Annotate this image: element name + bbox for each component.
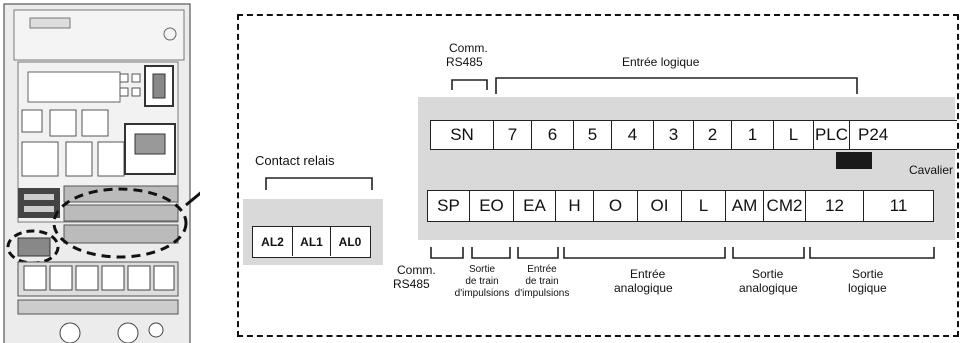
bottom-terminal-row	[427, 190, 934, 222]
jumper-bar	[836, 152, 872, 169]
entree-train-label-2: de train	[525, 276, 559, 287]
sortie-train-label-1: Sortie	[468, 264, 496, 275]
relay-terminal: AL0	[338, 234, 362, 249]
top-terminal: P24	[858, 125, 889, 144]
sortie-logique-label-2: logique	[848, 281, 887, 295]
entree-train-label-1: Entrée	[527, 264, 557, 275]
top-terminal: 4	[612, 120, 654, 150]
bottom-terminal: O	[594, 190, 638, 222]
bottom-terminal: CM2	[764, 190, 806, 222]
bottom-terminal: EO	[470, 190, 514, 222]
entree-analogique-label-2: analogique	[614, 281, 673, 295]
bottom-terminal: L	[682, 190, 726, 222]
comm-rs485-bottom-label-2: RS485	[393, 277, 430, 291]
sortie-logique-label-1: Sortie	[852, 267, 884, 281]
top-terminal: 2	[694, 120, 732, 150]
sortie-train-label-3: d'impulsions	[454, 288, 510, 299]
inverter-device-illustration	[0, 0, 200, 343]
bottom-terminal: H	[556, 190, 594, 222]
relay-terminal: AL2	[253, 227, 293, 256]
detail-frame	[237, 14, 959, 337]
comm-rs485-top-label-2: RS485	[446, 55, 483, 69]
bottom-terminal: 11	[889, 196, 908, 215]
top-terminal: L	[774, 120, 814, 150]
bottom-terminal: SP	[428, 190, 470, 222]
top-terminal: PLC	[814, 120, 850, 150]
bottom-terminal: EA	[514, 190, 556, 222]
relay-terminal-block: AL2 AL1 AL0	[252, 226, 371, 258]
sortie-analogique-label-1: Sortie	[752, 267, 784, 281]
top-terminal: SN	[431, 120, 494, 150]
relay-terminal: AL1	[293, 227, 331, 256]
sortie-analogique-label-2: analogique	[739, 281, 798, 295]
entree-analogique-label-1: Entrée	[630, 267, 666, 281]
cavalier-label: Cavalier	[909, 163, 954, 177]
comm-rs485-top-label-1: Comm.	[449, 41, 488, 55]
bottom-terminal: OI	[638, 190, 682, 222]
entree-train-label-3: d'impulsions	[514, 288, 570, 299]
top-terminal: 3	[654, 120, 694, 150]
top-terminal: 6	[532, 120, 574, 150]
bottom-terminal: 12	[806, 190, 864, 222]
top-terminal: 7	[494, 120, 532, 150]
entree-logique-label: Entrée logique	[622, 55, 700, 69]
comm-rs485-bottom-label-1: Comm.	[397, 263, 436, 277]
top-terminal: 5	[574, 120, 612, 150]
relay-title: Contact relais	[255, 153, 335, 168]
bottom-terminal: AM	[726, 190, 764, 222]
sortie-train-label-2: de train	[465, 276, 499, 287]
top-terminal: 1	[732, 120, 774, 150]
